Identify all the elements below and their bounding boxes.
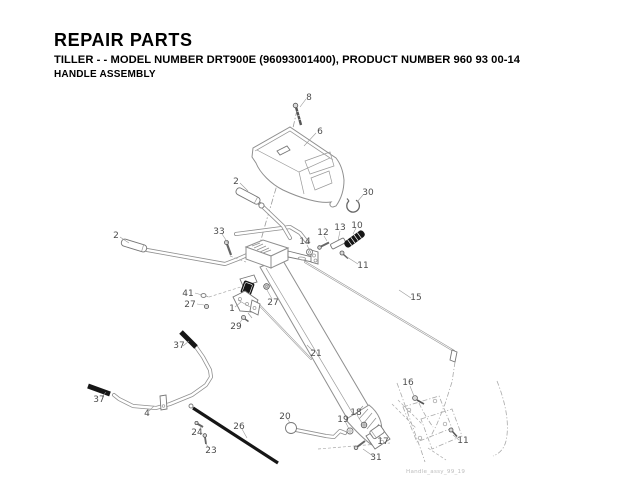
part-27-nut-left [203, 303, 209, 309]
part-number-label: 24 [191, 428, 203, 438]
part-number-label: 6 [317, 127, 323, 137]
part-26-rod [192, 406, 279, 465]
part-24-pin [194, 420, 204, 428]
part-number-label: 10 [351, 221, 363, 231]
part-number-label: 27 [267, 298, 278, 308]
part-number-label: 16 [402, 378, 414, 388]
page-title: REPAIR PARTS [54, 30, 193, 50]
part-14-washer [306, 248, 313, 256]
part-16-bolt [412, 395, 425, 405]
part-33-screw [224, 240, 247, 263]
part-17-plate [369, 424, 385, 440]
part-29-screw [241, 315, 249, 323]
part-12-screw [317, 241, 330, 250]
diagram-watermark: Handle_assy_99_19 [406, 469, 465, 475]
leader-lines [101, 98, 460, 457]
part-30-clip [346, 198, 360, 213]
part-number-label: 11 [457, 436, 468, 446]
lower-handlebar [87, 330, 213, 411]
part-13-sleeve [330, 237, 346, 250]
center-clamp-bracket [244, 239, 319, 269]
frame-bolts [412, 395, 458, 438]
part-20-lever [285, 422, 347, 439]
part-37-grip-left [87, 383, 111, 397]
bail-mount-parts [306, 230, 365, 260]
part-8-screw [292, 102, 303, 126]
part-number-label: 11 [357, 261, 368, 271]
section-title: HANDLE ASSEMBLY [54, 68, 156, 80]
tube-tab [159, 394, 168, 411]
part-11-bolt-upper [339, 250, 349, 260]
part-1-bracket-cluster [200, 274, 270, 323]
part-27-nut-right [263, 283, 270, 290]
part-number-label: 8 [306, 93, 312, 103]
depth-rod-parts [188, 403, 279, 465]
part-number-label: 29 [230, 322, 242, 332]
part-number-label: 12 [317, 228, 328, 238]
part-number-label: 2 [233, 177, 239, 187]
part-2-left-grip [120, 238, 148, 253]
part-number-label: 13 [334, 223, 345, 233]
part-number-label: 41 [182, 289, 193, 299]
part-number-label: 20 [279, 412, 291, 422]
part-15-handle-rod [304, 261, 458, 439]
clamp-pad-texture [251, 242, 272, 254]
part-number-label: 14 [299, 237, 311, 247]
part-2-upper-grip [235, 187, 265, 209]
part-1-bracket [232, 290, 261, 319]
part-number-label: 26 [233, 422, 245, 432]
part-11-bolt-lower [448, 427, 458, 438]
part-37-grip-upper [179, 330, 198, 349]
part-number-label: 19 [337, 415, 349, 425]
model-number-line: TILLER - - MODEL NUMBER DRT900E (9609300… [54, 53, 521, 66]
part-number-label: 27 [184, 300, 195, 310]
part-number-label: 23 [205, 446, 216, 456]
part-number-label: 18 [350, 408, 362, 418]
part-number-label: 2 [113, 231, 119, 241]
part-number-label: 31 [370, 453, 381, 463]
depth-stake-parts [285, 421, 385, 450]
part-19-washer [346, 427, 354, 435]
part-number-label: 15 [410, 293, 421, 303]
part-number-label: 37 [93, 395, 104, 405]
document-header: REPAIR PARTS TILLER - - MODEL NUMBER DRT… [54, 31, 520, 80]
part-number-label: 4 [144, 409, 150, 419]
part-41-pin [200, 293, 209, 298]
part-18-nut [360, 421, 368, 429]
part-number-label: 1 [229, 304, 235, 314]
part-number-label: 21 [310, 349, 321, 359]
part-number-label: 33 [213, 227, 224, 237]
part-number-label: 17 [377, 437, 388, 447]
part-number-label: 37 [173, 341, 184, 351]
part-31-screw [353, 440, 366, 450]
part-6-console-panel [251, 126, 345, 208]
part-number-label: 30 [362, 188, 374, 198]
part-10-grip [344, 230, 365, 248]
part-23-screw [202, 433, 207, 445]
